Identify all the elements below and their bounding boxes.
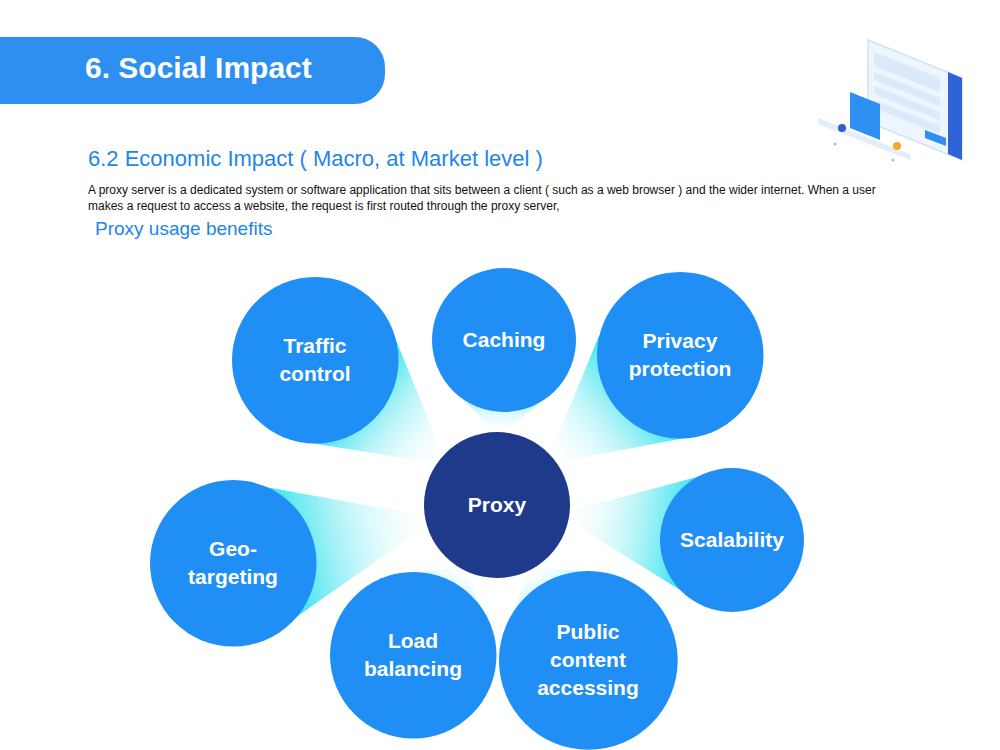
node-label: Proxy (458, 491, 536, 519)
circle-fill (597, 272, 764, 439)
circle-shape (150, 480, 317, 647)
circle-shape (597, 272, 764, 439)
page-title: 6. Social Impact (85, 51, 312, 85)
circle-fill (232, 277, 399, 444)
node-label: Caching (453, 326, 556, 354)
circle-fill (424, 432, 570, 578)
benefit-circle: Privacy protection (597, 272, 764, 439)
sub-heading: Proxy usage benefits (95, 217, 272, 241)
circle-fill (150, 480, 317, 647)
hub-circle: Proxy (424, 432, 570, 578)
node-label: Traffic control (241, 332, 389, 388)
circle-shape (232, 277, 399, 444)
node-label: Geo-targeting (159, 535, 307, 591)
benefit-circle: Public content accessing (499, 571, 678, 750)
header-band (0, 37, 385, 104)
tablet-illustration (818, 40, 962, 162)
benefit-circle: Traffic control (232, 277, 399, 444)
node-label: Scalability (670, 526, 794, 554)
section-heading: 6.2 Economic Impact ( Macro, at Market l… (88, 145, 543, 173)
circle-shape (330, 572, 497, 739)
circle-fill (499, 571, 678, 750)
node-label: Load balancing (339, 627, 487, 683)
node-label: Privacy protection (606, 327, 754, 383)
benefit-circle: Caching (432, 268, 576, 412)
benefit-circle: Load balancing (330, 572, 497, 739)
node-label: Public content accessing (514, 618, 662, 702)
benefit-circle: Scalability (660, 468, 804, 612)
body-paragraph: A proxy server is a dedicated system or … (88, 182, 878, 214)
circle-fill (330, 572, 497, 739)
circle-fill (660, 468, 804, 612)
benefit-circle: Geo-targeting (150, 480, 317, 647)
circle-fill (432, 268, 576, 412)
